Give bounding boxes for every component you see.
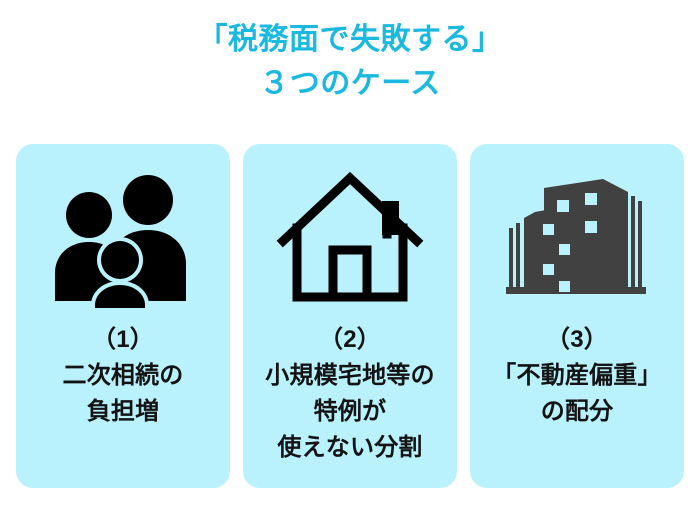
case-card-1-line-2: 二次相続の	[62, 362, 184, 389]
case-card-2-text: （2） 小規模宅地等の 特例が 使えない分割	[243, 322, 457, 466]
cases-card-row: （1） 二次相続の 負担増	[16, 144, 684, 488]
page-title-line-1: 「税務面で失敗する」	[197, 23, 503, 56]
case-card-3-line-1: （3）	[546, 326, 608, 353]
case-card-3-line-3: の配分	[540, 398, 614, 425]
case-card-1-line-1: （1）	[92, 326, 154, 353]
case-card-3-line-2: 「不動産偏重」	[492, 362, 662, 389]
house-icon	[275, 168, 425, 308]
case-card-1-text: （1） 二次相続の 負担増	[16, 322, 230, 430]
case-card-2-line-3: 特例が	[313, 398, 387, 425]
case-card-2-line-4: 使えない分割	[277, 434, 423, 461]
case-card-2-line-1: （2）	[319, 326, 381, 353]
buildings-icon	[502, 168, 652, 308]
family-icon	[48, 168, 198, 308]
case-card-2-line-2: 小規模宅地等の	[265, 362, 435, 389]
case-card-3-text: （3） 「不動産偏重」 の配分	[470, 322, 684, 430]
case-card-3: （3） 「不動産偏重」 の配分	[470, 144, 684, 488]
case-card-1-line-3: 負担増	[86, 398, 160, 425]
case-card-2: （2） 小規模宅地等の 特例が 使えない分割	[243, 144, 457, 488]
case-card-1: （1） 二次相続の 負担増	[16, 144, 230, 488]
page-title: 「税務面で失敗する」 ３つのケース	[0, 18, 700, 106]
page-title-line-2: ３つのケース	[259, 67, 441, 100]
